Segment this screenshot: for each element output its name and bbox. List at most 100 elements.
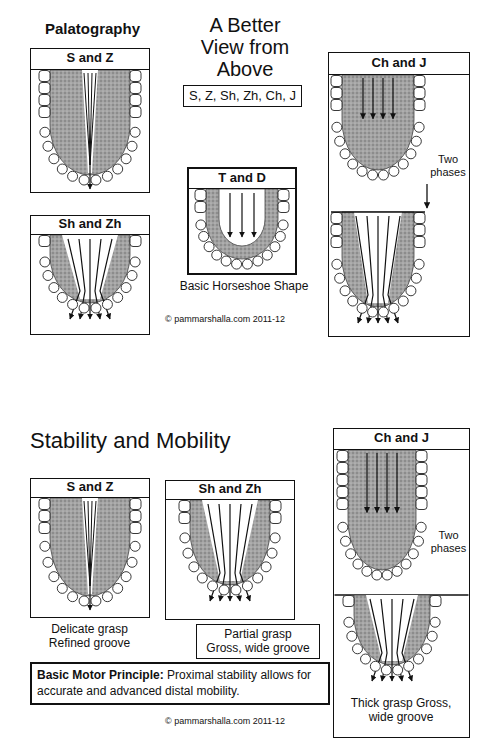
tooth [331,100,342,111]
tooth [416,451,427,462]
principle-text: Basic Motor Principle: Proximal stabilit… [32,664,328,703]
panel-caption: Basic Horseshoe Shape [159,279,329,293]
airflow-arrow [402,599,414,681]
tooth [121,572,131,582]
tooth [102,171,112,181]
tooth [357,303,367,313]
panel-note: Two phases [430,529,467,555]
tooth [43,141,53,151]
tooth [253,256,263,266]
tooth [332,259,342,269]
airflow-arrow [376,453,377,513]
tooth [130,83,141,94]
phase-top-line [331,211,425,213]
summary-box: Partial grasp Gross, wide groove [196,624,320,659]
tooth [130,107,141,118]
tooth [130,71,141,82]
tooth [39,499,50,510]
tooth [337,451,348,462]
tooth [262,250,272,260]
airflow-arrow [388,216,400,323]
palate-panel: S and Z [30,48,150,193]
airflow-arrow [68,239,80,319]
tooth [357,166,367,176]
airflow-line [88,501,90,586]
tooth [39,511,50,522]
tooth [343,596,354,607]
tooth [337,487,348,498]
palate-vault [219,189,265,246]
airflow-arrow [240,504,252,601]
panel-note: Thick grasp Gross, wide groove [334,696,468,724]
tooth [189,562,199,572]
tooth [368,170,378,180]
tooth [389,166,399,176]
tooth [414,122,424,132]
panel-title: Sh and Zh [59,216,122,231]
tooth [79,303,89,313]
tooth [267,548,277,558]
tooth [270,533,280,543]
tooth [40,541,50,551]
tooth [261,562,271,572]
tooth [335,136,345,146]
tooth [195,202,206,213]
tooth [43,557,53,567]
tooth [278,220,288,230]
tooth [414,88,425,99]
tooth [381,665,391,675]
tongue-contact [348,450,416,570]
tooth [102,592,112,602]
tooth [242,259,252,269]
tooth [346,549,356,559]
tooth [416,522,426,532]
tooth [398,296,408,306]
tooth [411,273,421,283]
tooth [362,566,372,576]
airflow-arrow [366,453,367,513]
tooth [414,237,425,248]
tooth [196,220,206,230]
phase-arrow [426,184,427,208]
tooth [39,523,50,534]
panel-header: T and D [189,169,295,189]
panel-header: Sh and Zh [31,216,149,235]
tooth [68,592,78,602]
airflow-line [84,501,90,586]
tooth [270,242,280,252]
panel-header: S and Z [31,479,149,498]
tooth [127,270,137,280]
tongue-contact [50,70,130,175]
tooth [337,463,348,474]
tooth [408,549,418,559]
tooth [340,149,350,159]
airflow-arrow [386,453,387,513]
tooth [331,88,342,99]
tooth [378,170,388,180]
tooth [361,654,371,664]
tooth [130,541,140,551]
tooth [378,307,388,317]
tooth [427,631,437,641]
airflow-arrow [392,78,393,119]
tooth [422,644,432,654]
tooth [401,559,411,569]
panel-header: Ch and J [334,429,469,450]
tooth [414,225,425,236]
tooth [195,190,206,201]
tooth [79,596,89,606]
airflow-arrow [89,165,90,189]
tooth [212,250,222,260]
tooth [392,566,402,576]
airflow-line [84,73,90,165]
tooth [68,171,78,181]
tooth [113,164,123,174]
tooth [43,270,53,280]
tooth [39,107,50,118]
panel-title: S and Z [67,50,114,65]
page-title: Palatography [45,20,140,37]
tooth [331,213,342,224]
tooth [406,286,416,296]
tooth [242,581,252,591]
